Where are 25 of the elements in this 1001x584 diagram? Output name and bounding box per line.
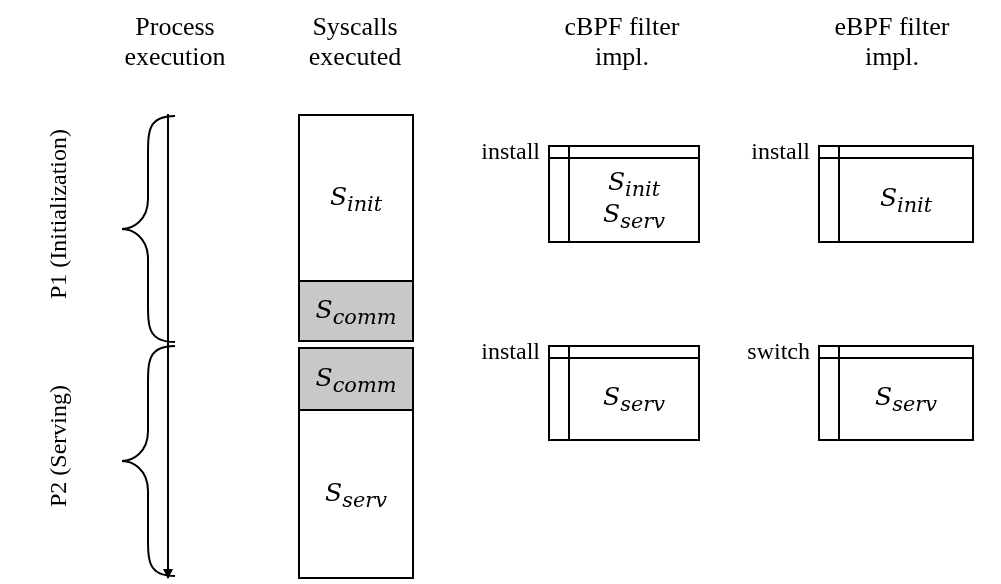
column-heading: Syscalls executed [307, 12, 403, 72]
action-label: switch [747, 337, 810, 365]
phase-label: P2 (Serving) [44, 384, 72, 509]
syscall-set-label: S$_{init}$ [879, 183, 933, 219]
action-label: install [751, 137, 810, 165]
syscall-block [298, 347, 414, 411]
syscall-block [298, 409, 414, 579]
syscall-set-label: S$_{serv}$ [875, 382, 937, 418]
filter-table [818, 145, 974, 243]
phase-label: P1 (Initialization) [44, 128, 72, 301]
filter-table [548, 345, 700, 441]
column-heading: eBPF filter impl. [833, 12, 951, 72]
action-label: install [481, 337, 540, 365]
syscall-block [298, 280, 414, 342]
action-label: install [481, 137, 540, 165]
syscall-set-label: S$_{comm}$ [315, 363, 397, 399]
column-heading: Process execution [123, 12, 227, 72]
syscall-set-label: S$_{init}$ [329, 182, 383, 218]
column-heading: cBPF filter impl. [563, 12, 681, 72]
filter-table [818, 345, 974, 441]
filter-table [548, 145, 700, 243]
syscall-set-label: S$_{serv}$ [325, 478, 387, 514]
syscall-set-label: S$_{comm}$ [315, 295, 397, 331]
syscall-set-label: S$_{serv}$ [603, 382, 665, 418]
syscall-block [298, 114, 414, 282]
